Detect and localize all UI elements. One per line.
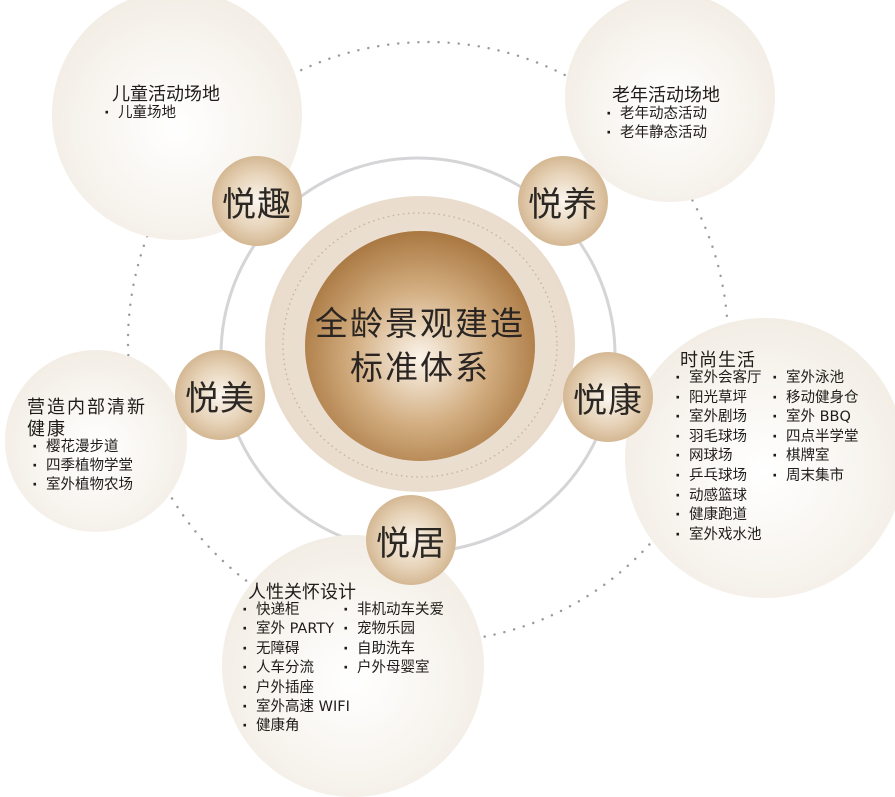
list-item: 棋牌室 [772,447,859,467]
list-item: 室外高速 WIFI [242,698,350,717]
bubble-elderly [565,0,775,202]
list-item: 羽毛球场 [675,428,762,448]
list-item: 儿童场地 [104,104,176,123]
health-title-line1: 营造内部清新 [27,397,147,418]
list-item: 网球场 [675,447,762,467]
list-item: 周末集市 [772,467,859,487]
list-item: 室外剧场 [675,408,762,428]
list-item: 户外插座 [242,679,350,698]
list-item: 动感篮球 [675,487,762,507]
list-item: 室外泳池 [772,369,859,389]
node-yueju: 悦居 [366,495,456,585]
center-core: 全龄景观建造 标准体系 [305,231,535,461]
list-item: 樱花漫步道 [32,438,133,457]
list-item: 无障碍 [242,640,350,659]
health-title-line2: 健康 [27,419,67,440]
node-yuequ: 悦趣 [212,156,302,246]
fashion-list-col1: 室外会客厅 阳光草坪 室外剧场 羽毛球场 网球场 乒乓球场 动感篮球 健康跑道 … [675,369,762,545]
node-yuekang: 悦康 [563,352,653,442]
health-list: 樱花漫步道 四季植物学堂 室外植物农场 [32,438,133,496]
list-item: 四点半学堂 [772,428,859,448]
humane-list-col2: 非机动车关爱 宠物乐园 自助洗车 户外母婴室 [343,601,444,679]
list-item: 非机动车关爱 [343,601,444,620]
humane-list-col1: 快递柜 室外 PARTY 无障碍 人车分流 户外插座 室外高速 WIFI 健康角 [242,601,350,737]
list-item: 健康跑道 [675,506,762,526]
list-item: 室外植物农场 [32,476,133,495]
list-item: 老年动态活动 [606,105,707,124]
fashion-list-col2: 室外泳池 移动健身仓 室外 BBQ 四点半学堂 棋牌室 周末集市 [772,369,859,487]
center-title-line1: 全龄景观建造 [315,304,525,343]
list-item: 自助洗车 [343,640,444,659]
children-list: 儿童场地 [104,104,176,123]
list-item: 室外会客厅 [675,369,762,389]
list-item: 移动健身仓 [772,389,859,409]
node-yueyang: 悦养 [518,156,608,246]
children-title: 儿童活动场地 [112,84,220,105]
list-item: 室外 PARTY [242,620,350,639]
list-item: 户外母婴室 [343,659,444,678]
center-title-line2: 标准体系 [350,348,490,387]
list-item: 健康角 [242,717,350,736]
list-item: 室外 BBQ [772,408,859,428]
elderly-list: 老年动态活动 老年静态活动 [606,105,707,143]
humane-title: 人性关怀设计 [248,582,356,603]
list-item: 人车分流 [242,659,350,678]
list-item: 宠物乐园 [343,620,444,639]
list-item: 老年静态活动 [606,124,707,143]
list-item: 室外戏水池 [675,526,762,546]
list-item: 阳光草坪 [675,389,762,409]
node-yuemei: 悦美 [175,350,265,440]
list-item: 四季植物学堂 [32,457,133,476]
list-item: 乒乓球场 [675,467,762,487]
fashion-title: 时尚生活 [680,350,756,371]
elderly-title: 老年活动场地 [612,85,720,106]
list-item: 快递柜 [242,601,350,620]
